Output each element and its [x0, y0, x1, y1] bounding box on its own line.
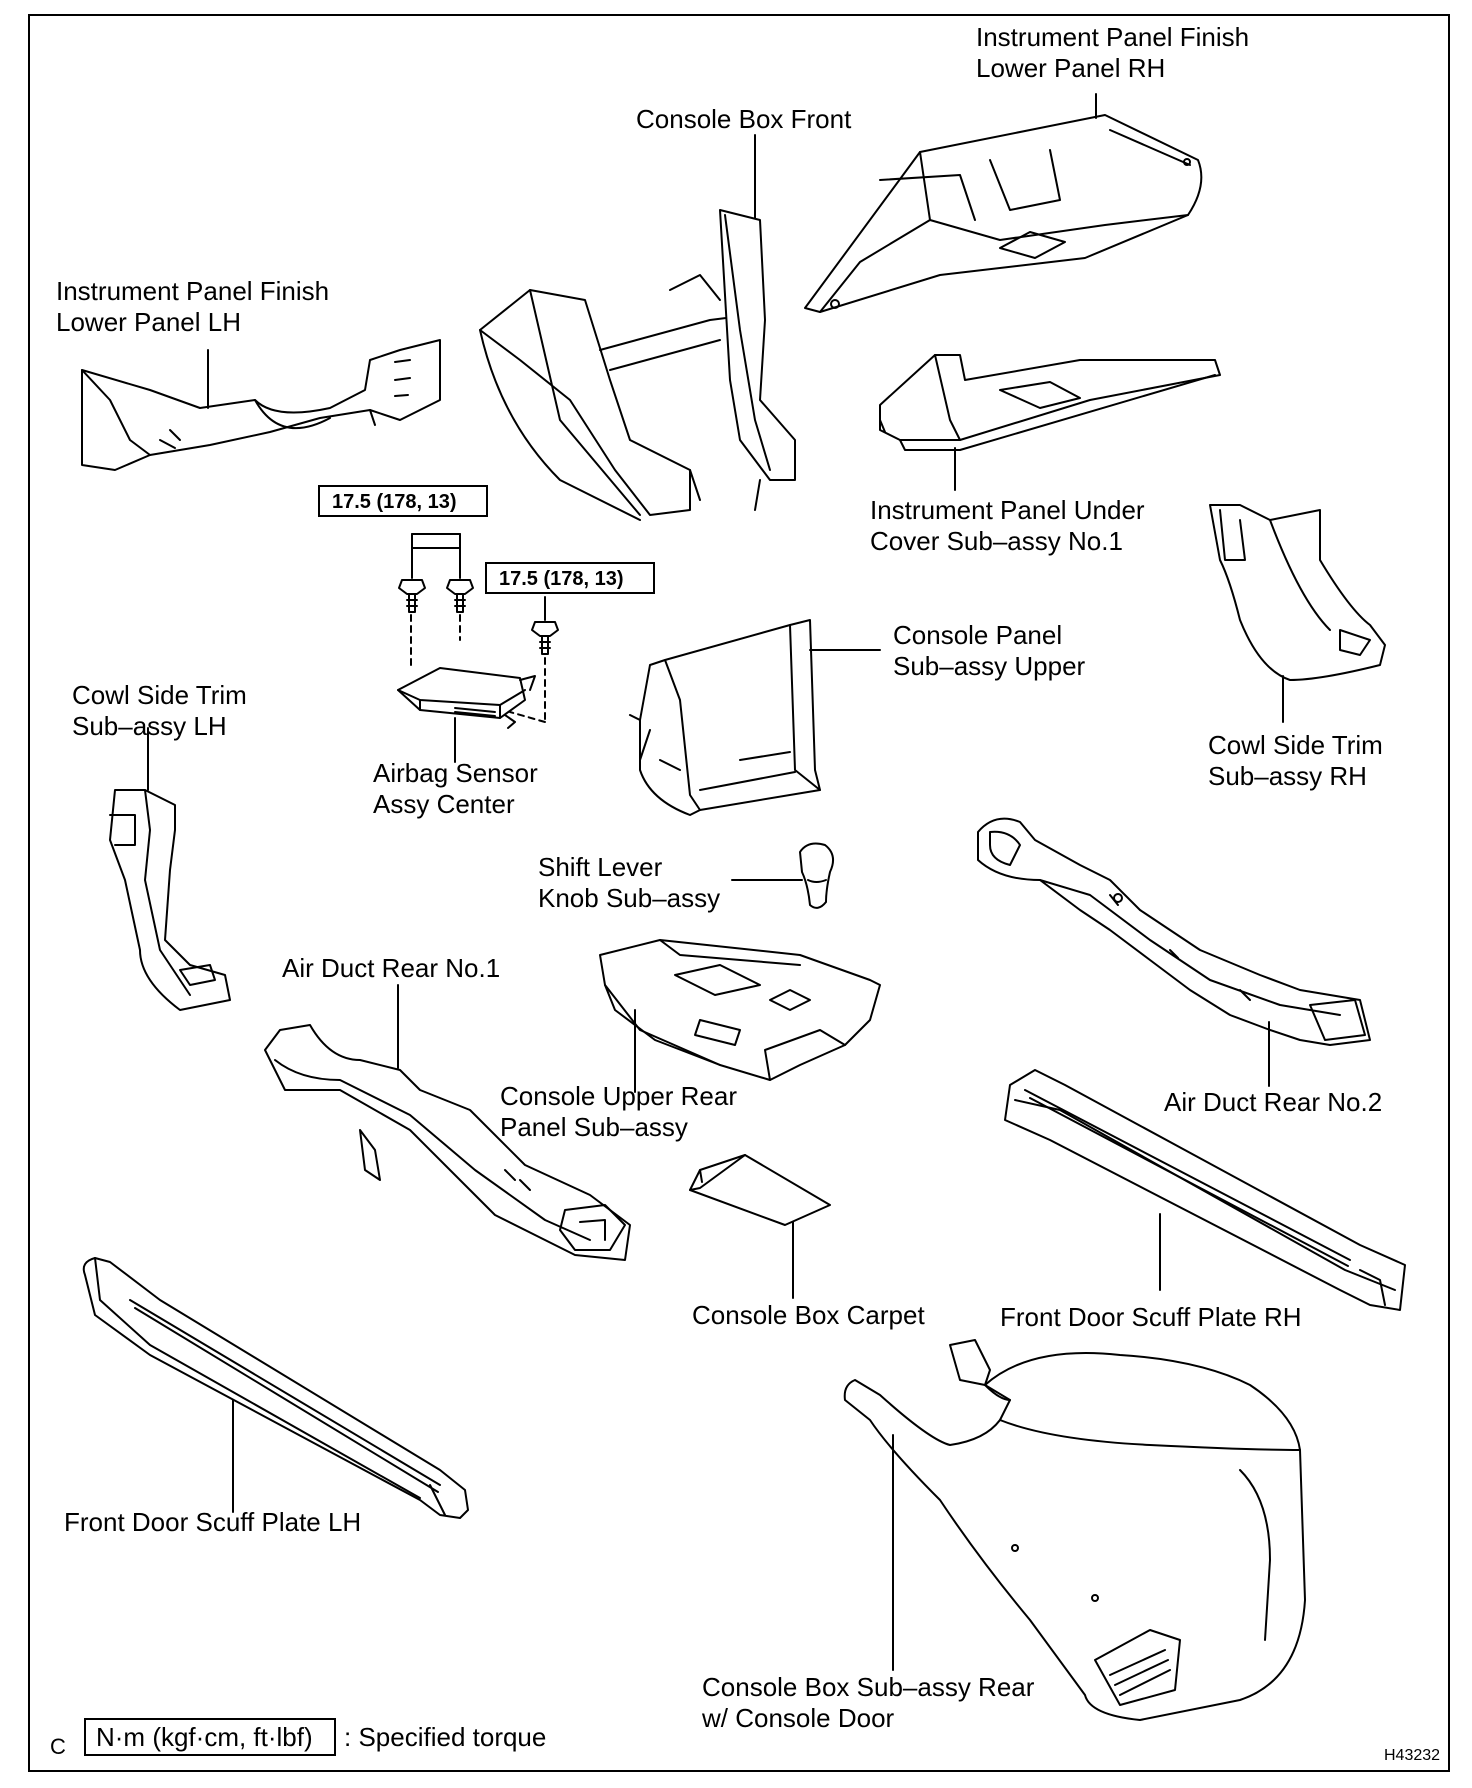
part-ip-under-cover [879, 354, 1221, 451]
label-console-box-rear: Console Box Sub–assy Rear w/ Console Doo… [702, 1672, 1035, 1733]
part-console-box-front [479, 209, 796, 521]
part-console-box-carpet [689, 1154, 831, 1226]
part-front-door-scuff-lh [82, 1257, 469, 1519]
label-console-box-carpet: Console Box Carpet [692, 1300, 925, 1330]
part-cowl-side-trim-lh [109, 789, 231, 1011]
label-console-panel-upper: Console Panel Sub–assy Upper [893, 620, 1086, 681]
diagram-frame [28, 14, 1450, 1772]
part-ip-finish-lower-rh [804, 114, 1203, 313]
legend-unit-box: N·m (kgf·cm, ft·lbf) [84, 1718, 336, 1756]
torque-box-2: 17.5 (178, 13) [485, 562, 655, 594]
label-air-duct-rear-1: Air Duct Rear No.1 [282, 953, 501, 983]
part-ip-finish-lower-lh [81, 339, 441, 471]
part-cowl-side-trim-rh [1209, 504, 1386, 681]
part-console-panel-upper [629, 619, 821, 816]
part-air-duct-rear-2 [977, 817, 1371, 1046]
label-console-upper-rear: Console Upper Rear Panel Sub–assy [500, 1081, 738, 1142]
label-cowl-side-trim-lh: Cowl Side Trim Sub–assy LH [72, 680, 247, 741]
part-air-duct-rear-1 [264, 1024, 631, 1261]
label-front-door-scuff-rh: Front Door Scuff Plate RH [1000, 1302, 1302, 1332]
label-ip-finish-lower-lh: Instrument Panel Finish Lower Panel LH [56, 276, 330, 337]
label-front-door-scuff-lh: Front Door Scuff Plate LH [64, 1507, 362, 1537]
part-airbag-sensor [397, 667, 536, 729]
label-airbag-sensor: Airbag Sensor Assy Center [373, 758, 538, 819]
part-shift-lever-knob [799, 842, 835, 909]
label-ip-finish-lower-rh: Instrument Panel Finish Lower Panel RH [976, 22, 1250, 83]
bolts-group [398, 533, 559, 723]
label-air-duct-rear-2: Air Duct Rear No.2 [1164, 1087, 1383, 1117]
figure-id: H43232 [1384, 1747, 1441, 1764]
part-front-door-scuff-rh [1004, 1069, 1406, 1311]
label-console-box-front: Console Box Front [636, 104, 852, 134]
part-console-box-rear [843, 1339, 1306, 1721]
label-cowl-side-trim-rh: Cowl Side Trim Sub–assy RH [1208, 730, 1383, 791]
legend-description: : Specified torque [344, 1722, 547, 1752]
part-console-upper-rear [599, 939, 881, 1081]
label-shift-lever-knob: Shift Lever Knob Sub–assy [538, 852, 721, 913]
legend-letter: C [50, 1734, 66, 1759]
label-ip-under-cover: Instrument Panel Under Cover Sub–assy No… [870, 495, 1145, 556]
torque-box-1: 17.5 (178, 13) [318, 485, 488, 517]
